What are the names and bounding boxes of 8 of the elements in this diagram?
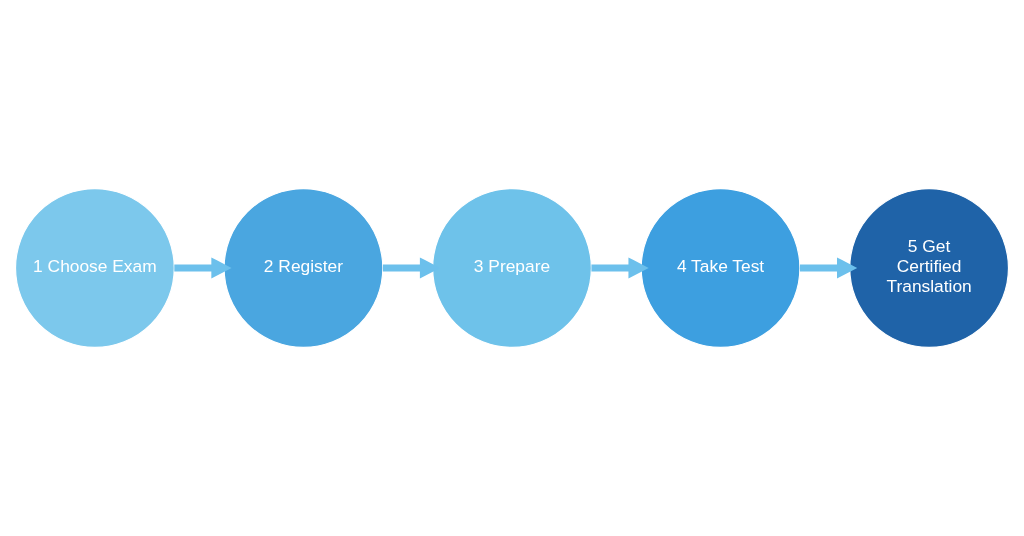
node-circle: 3 Prepare xyxy=(432,188,592,348)
node-circle: 4 Take Test xyxy=(640,188,801,348)
arrow xyxy=(800,257,858,279)
node-circle: 1 Choose Exam xyxy=(14,188,175,348)
node-circle: 2 Register xyxy=(223,188,384,348)
arrow xyxy=(591,257,649,279)
arrow xyxy=(174,257,232,279)
node-circle: 5 Get Certified Translation xyxy=(849,188,1010,348)
